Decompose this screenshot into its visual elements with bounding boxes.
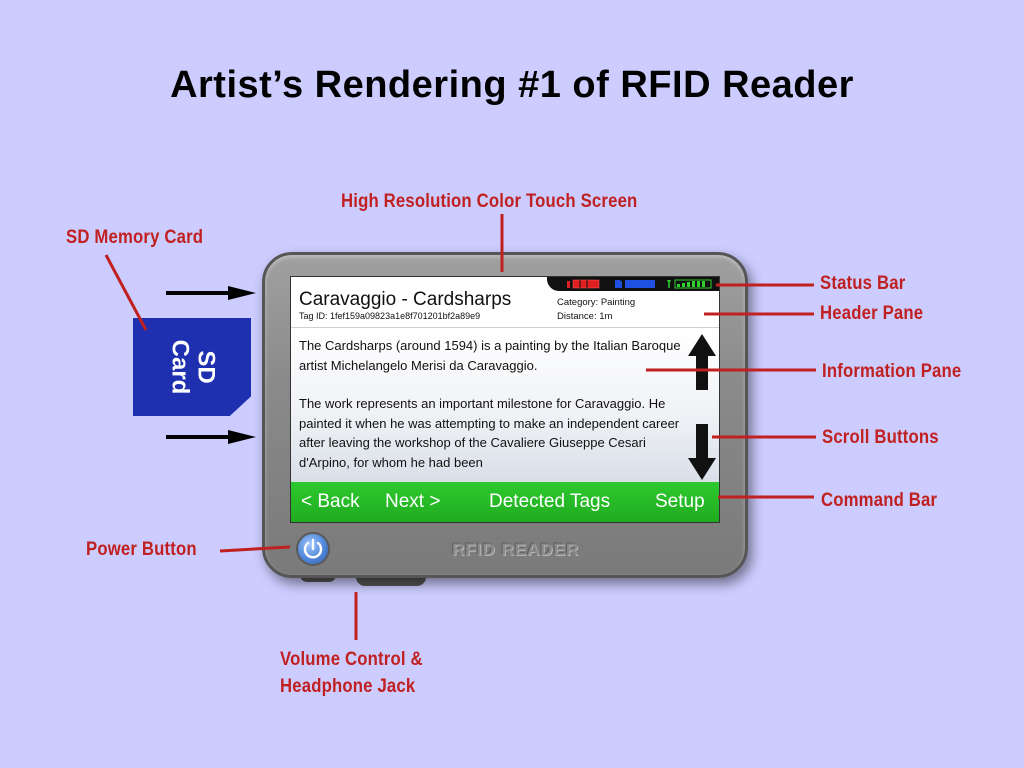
info-paragraph-2: The work represents an important milesto…	[299, 396, 680, 470]
callout-scroll-buttons: Scroll Buttons	[822, 427, 939, 448]
page-title: Artist’s Rendering #1 of RFID Reader	[170, 64, 854, 106]
callout-volume-control: Volume Control &	[280, 649, 423, 670]
status-bar	[547, 277, 719, 291]
command-bar: < Back Next > Detected Tags Setup	[291, 482, 719, 522]
info-paragraph-1: The Cardsharps (around 1594) is a painti…	[299, 338, 681, 373]
arrow-down-icon[interactable]	[688, 424, 716, 480]
category: Category: Painting	[557, 297, 636, 308]
setup-button[interactable]: Setup	[655, 491, 705, 512]
header-title: Caravaggio - Cardsharps	[299, 289, 512, 310]
information-pane[interactable]: The Cardsharps (around 1594) is a painti…	[291, 328, 719, 482]
callout-information-pane: Information Pane	[822, 361, 962, 382]
storage-icon	[615, 280, 655, 288]
callout-headphone-jack: Headphone Jack	[280, 676, 416, 697]
brand-label: RFID READER	[452, 540, 580, 559]
callout-header-pane: Header Pane	[820, 303, 924, 324]
callout-sd-memory-card: SD Memory Card	[66, 227, 204, 248]
arrow-up-icon[interactable]	[688, 334, 716, 390]
power-button[interactable]	[296, 532, 330, 566]
callout-command-bar: Command Bar	[821, 490, 938, 511]
callout-status-bar: Status Bar	[820, 273, 906, 294]
tag-id: Tag ID: 1fef159a09823a1e8f701201bf2a89e9	[299, 311, 481, 321]
touch-screen[interactable]: Caravaggio - Cardsharps Tag ID: 1fef159a…	[290, 276, 720, 523]
distance: Distance: 1m	[557, 311, 613, 322]
detected-tags-button[interactable]: Detected Tags	[489, 491, 611, 512]
sd-card-label: SD Card	[166, 339, 219, 395]
sd-card	[133, 318, 251, 416]
callout-power-button: Power Button	[86, 539, 197, 560]
next-button[interactable]: Next >	[385, 491, 441, 512]
battery-icon	[567, 279, 600, 289]
power-icon	[303, 538, 323, 559]
callout-touch-screen: High Resolution Color Touch Screen	[341, 191, 638, 212]
signal-icon	[667, 279, 712, 289]
back-button[interactable]: < Back	[301, 491, 360, 512]
